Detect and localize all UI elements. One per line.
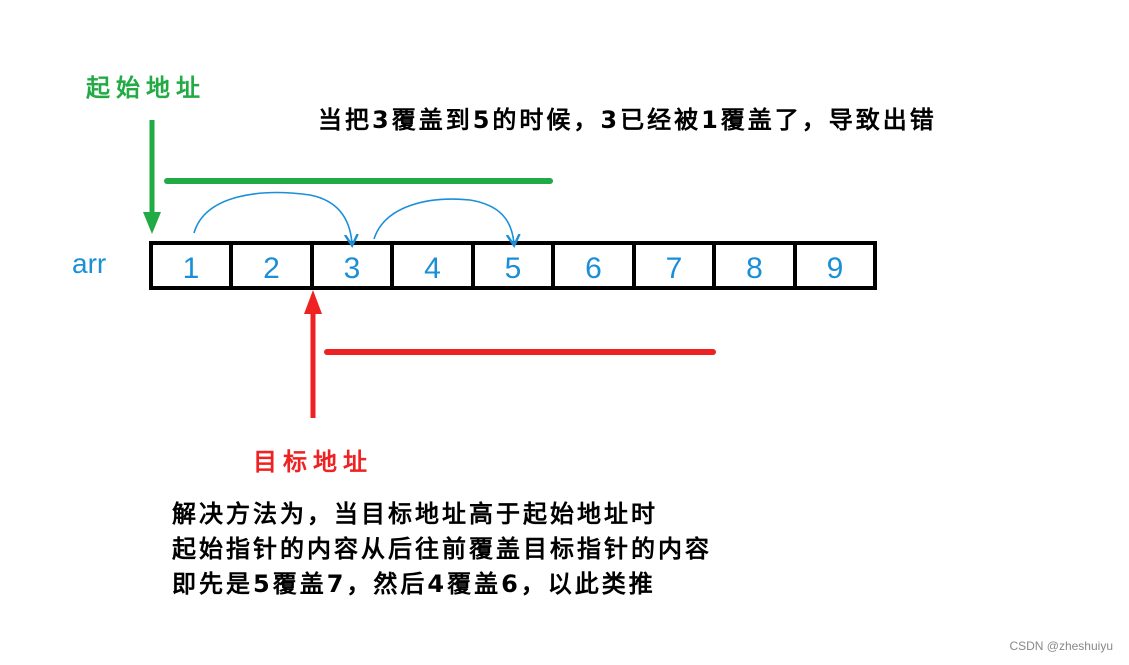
array-cell — [632, 241, 716, 290]
array-cell-value: 1 — [183, 252, 200, 285]
explanation-text: 解决方法为，当目标地址高于起始地址时 起始指针的内容从后往前覆盖目标指针的内容 … — [172, 497, 712, 602]
array-cells: 1 2 3 4 5 6 7 8 9 — [149, 241, 877, 290]
source-address-label: 起始地址 — [86, 74, 206, 102]
source-arrow-head — [143, 212, 161, 234]
copy-arc-1-to-3 — [193, 191, 352, 244]
array-name-label: arr — [72, 248, 107, 279]
target-arrow-head — [304, 290, 322, 314]
error-note: 当把3覆盖到5的时候，3已经被1覆盖了，导致出错 — [318, 106, 937, 134]
array-cell-value: 3 — [344, 252, 361, 285]
watermark: CSDN @zheshuiyu — [1009, 639, 1113, 653]
array-cell-value: 5 — [505, 252, 522, 285]
target-address-label: 目标地址 — [253, 448, 373, 476]
array-cell — [793, 241, 877, 290]
array-cell-value: 7 — [666, 252, 683, 285]
copy-arc-3-to-5 — [373, 198, 514, 244]
array-cell-value: 2 — [263, 252, 280, 285]
array-cell — [712, 241, 797, 290]
explanation-line-3: 即先是5覆盖7，然后4覆盖6，以此类推 — [172, 570, 656, 598]
array-cell-value: 9 — [827, 252, 844, 285]
array-cell — [310, 241, 394, 290]
array-cell-value: 6 — [585, 252, 602, 285]
array-cell-value: 4 — [424, 252, 441, 285]
array-cell — [149, 241, 233, 290]
array-cell-value: 8 — [746, 252, 763, 285]
explanation-line-1: 解决方法为，当目标地址高于起始地址时 — [172, 500, 658, 528]
explanation-line-2: 起始指针的内容从后往前覆盖目标指针的内容 — [172, 535, 712, 563]
